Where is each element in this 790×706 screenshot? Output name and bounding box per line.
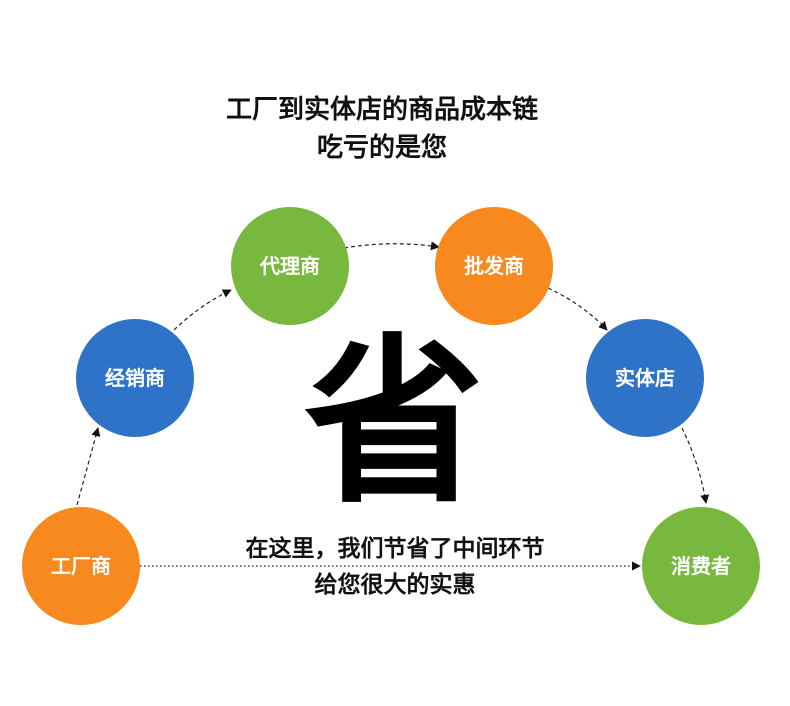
node-store-circle xyxy=(586,319,704,437)
center-save-character: 省 xyxy=(304,319,484,528)
title-line-1: 工厂到实体店的商品成本链 xyxy=(226,94,538,125)
node-wholesaler: 批发商 xyxy=(435,207,553,325)
arrow-distributor-to-agent xyxy=(173,289,232,331)
node-agent: 代理商 xyxy=(231,207,349,325)
node-consumer-circle xyxy=(642,507,760,625)
node-factory: 工厂商 xyxy=(22,507,140,625)
node-wholesaler-label: 批发商 xyxy=(464,254,524,278)
node-consumer: 消费者 xyxy=(642,507,760,625)
node-distributor-label: 经销商 xyxy=(105,366,165,390)
node-distributor: 经销商 xyxy=(76,319,194,437)
node-agent-label: 代理商 xyxy=(259,254,320,278)
node-factory-label: 工厂商 xyxy=(51,554,111,578)
node-distributor-circle xyxy=(76,319,194,437)
node-store-label: 实体店 xyxy=(615,366,675,390)
arrow-factory-to-distributor xyxy=(76,427,101,506)
node-store: 实体店 xyxy=(586,319,704,437)
node-factory-circle xyxy=(22,507,140,625)
caption-line-1: 在这里，我们节省了中间环节 xyxy=(246,535,545,562)
caption-line-2: 给您很大的实惠 xyxy=(315,571,476,598)
node-agent-circle xyxy=(231,207,349,325)
title-line-2: 吃亏的是您 xyxy=(317,132,447,163)
arrow-wholesaler-to-store xyxy=(547,287,608,331)
node-wholesaler-circle xyxy=(435,207,553,325)
arrow-store-to-consumer xyxy=(681,427,710,504)
arrow-agent-to-wholesaler xyxy=(343,241,440,251)
node-consumer-label: 消费者 xyxy=(671,554,731,578)
